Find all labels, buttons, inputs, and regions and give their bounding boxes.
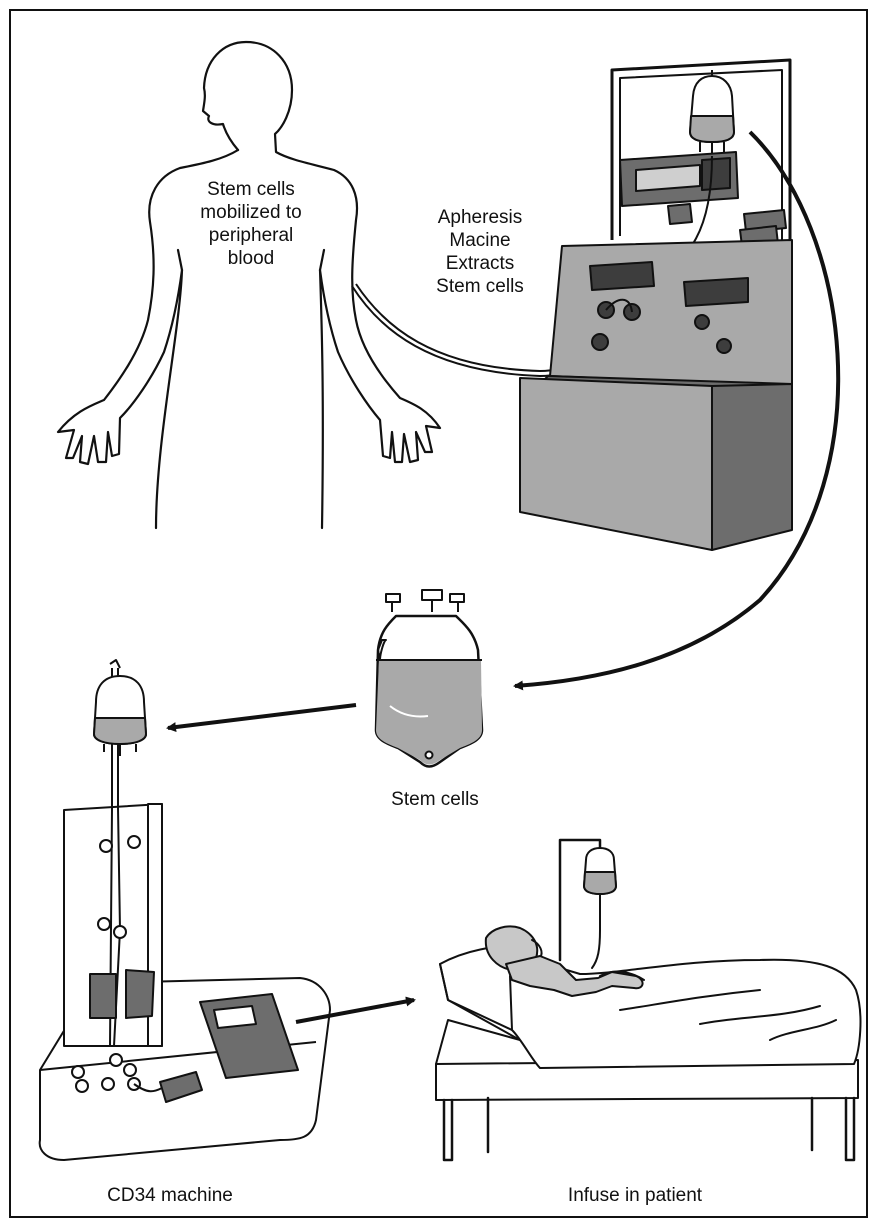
arrow-bag-to-cd34 xyxy=(168,705,356,728)
label-stem-cells-mobilized: Stem cells mobilized to peripheral blood xyxy=(176,178,326,270)
label-apheresis-line-1: Apheresis xyxy=(410,206,550,229)
label-apheresis-line-4: Stem cells xyxy=(410,275,550,298)
label-stem-cells-bag: Stem cells xyxy=(355,788,515,811)
label-apheresis-line-3: Extracts xyxy=(410,252,550,275)
label-apheresis-machine: Apheresis Macine Extracts Stem cells xyxy=(410,206,550,298)
human-figure xyxy=(58,42,440,528)
label-infuse-in-patient: Infuse in patient xyxy=(540,1184,730,1207)
cd34-machine xyxy=(40,660,330,1160)
patient-in-bed xyxy=(436,840,860,1160)
label-apheresis-line-2: Macine xyxy=(410,229,550,252)
label-body-line-1: Stem cells xyxy=(176,178,326,201)
label-cd34-machine: CD34 machine xyxy=(100,1184,240,1207)
label-body-line-2: mobilized to xyxy=(176,201,326,224)
label-body-line-4: blood xyxy=(176,247,326,270)
label-body-line-3: peripheral xyxy=(176,224,326,247)
stem-cells-bag xyxy=(376,590,482,767)
